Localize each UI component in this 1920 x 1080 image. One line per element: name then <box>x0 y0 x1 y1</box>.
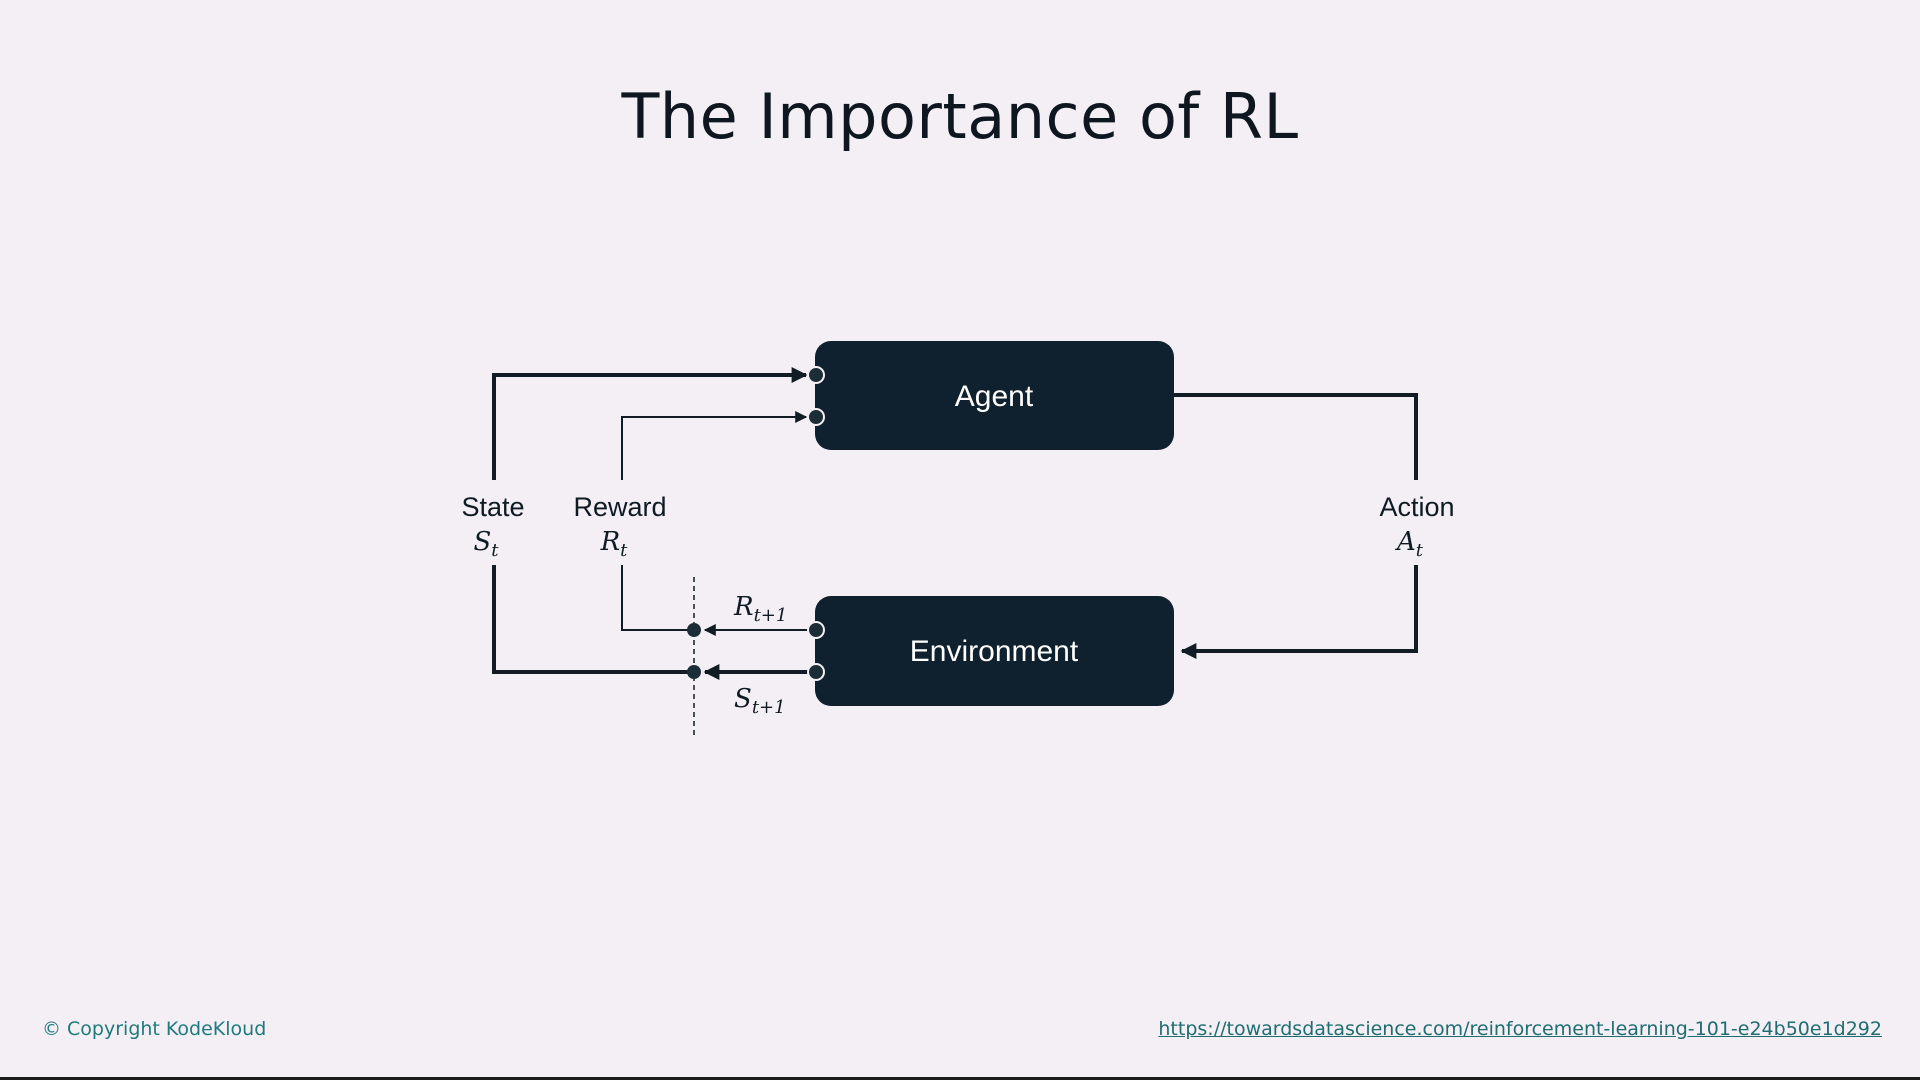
agent-state-port <box>807 366 825 384</box>
reward-label: Reward <box>573 492 666 522</box>
source-link[interactable]: https://towardsdatascience.com/reinforce… <box>1158 1018 1882 1040</box>
slide-title: The Importance of RL <box>621 80 1299 153</box>
state-junction-dot <box>687 665 701 679</box>
state-feedback-edge <box>492 565 694 674</box>
action-symbol: At <box>1395 527 1424 561</box>
reward-feedback-edge <box>621 565 694 631</box>
bottom-border <box>0 1077 1920 1080</box>
agent-to-action-edge <box>1174 393 1418 480</box>
environment-node[interactable]: Environment <box>815 596 1174 706</box>
reward-to-agent-edge <box>621 411 808 480</box>
next-state-symbol: St+1 <box>734 684 786 718</box>
next-reward-symbol: Rt+1 <box>733 592 787 626</box>
state-label: State <box>461 492 524 522</box>
environment-label: Environment <box>910 635 1079 668</box>
environment-state-port <box>807 663 825 681</box>
action-to-environment-edge <box>1180 565 1418 659</box>
agent-label: Agent <box>955 380 1034 413</box>
reward-junction-dot <box>687 623 701 637</box>
action-label: Action <box>1379 492 1454 522</box>
reward-symbol: Rt <box>600 527 629 561</box>
state-to-agent-edge <box>492 367 808 480</box>
agent-reward-port <box>807 408 825 426</box>
state-symbol: St <box>473 527 499 561</box>
copyright-text: © Copyright KodeKloud <box>42 1018 267 1040</box>
environment-reward-port <box>807 621 825 639</box>
agent-node[interactable]: Agent <box>815 341 1174 450</box>
